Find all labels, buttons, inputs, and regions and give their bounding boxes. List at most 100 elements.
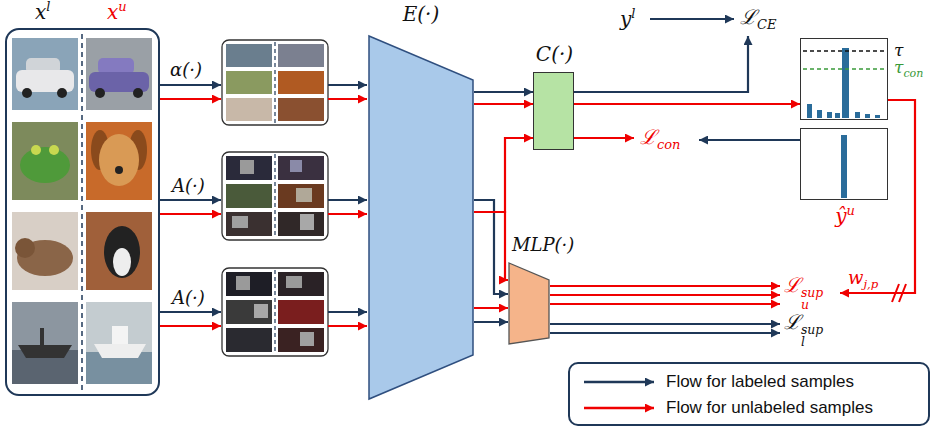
sample-images: [40, 328, 44, 346]
legend-box: Flow for labeled samplesFlow for unlabel…: [568, 362, 930, 426]
sample-images: [104, 226, 140, 278]
loss-label: ℒcon: [640, 125, 680, 149]
augmented-views: [278, 272, 324, 296]
confidence-histogram: ττcon: [800, 38, 888, 120]
legend-swatch: [584, 376, 656, 388]
loss-label: lsup: [801, 324, 823, 349]
flow-arrows: [550, 332, 780, 334]
loss-label: ℒ: [784, 273, 801, 297]
confidence-histogram-shape: [803, 68, 885, 70]
classifier-label-wrap: C(·): [519, 43, 590, 65]
sample-images: [133, 88, 143, 98]
mlp-label-wrap: MLP(·): [512, 235, 574, 255]
unlabeled-input-label-wrap: xu: [107, 0, 127, 23]
augmented-views: [236, 276, 250, 290]
augmented-views: [222, 40, 328, 356]
labeled-input-label: xl: [35, 0, 50, 24]
sample-images: [12, 38, 78, 110]
flow-arrows: [574, 36, 748, 92]
confidence-histogram-shape: [801, 39, 889, 121]
sample-images: [12, 212, 78, 290]
confidence-histogram-shape: [817, 110, 822, 118]
confidence-histogram-shape: [875, 115, 880, 118]
sample-images: [12, 302, 78, 384]
legend-swatch: [584, 407, 654, 410]
ground-truth-label: yl: [620, 7, 635, 31]
classifier-box: C(·): [533, 72, 574, 150]
flow-arrows: [160, 199, 221, 201]
loss-label: usup: [801, 287, 823, 312]
flow-arrows: [160, 311, 221, 313]
threshold-label: con: [903, 67, 923, 80]
sample-images: [12, 122, 78, 200]
augmented-views: [274, 42, 275, 123]
encoder-trapezoid-shape: [369, 36, 473, 399]
flow-arrows: [550, 303, 780, 305]
sample-images: [86, 122, 152, 200]
flow-arrows: [160, 98, 221, 100]
loss-label-wrap: ℒCE: [740, 6, 776, 32]
flow-arrows: [550, 323, 780, 325]
augmented-views: [226, 328, 272, 352]
weight-label: wj,p: [848, 267, 878, 288]
loss-label: sup: [801, 287, 823, 299]
encoder-trapezoid: E(·): [368, 35, 474, 400]
pseudo-label-text: u: [846, 203, 854, 218]
sample-images: [20, 147, 70, 183]
labeled-input-label-wrap: xl: [35, 0, 50, 23]
flow-arrows: [699, 139, 800, 141]
ground-truth-label-wrap: yl: [620, 8, 635, 31]
flow-arrows: [160, 84, 221, 86]
loss-label: ℒ: [640, 125, 657, 149]
flow-arrows: [160, 325, 221, 327]
sample-images: [12, 34, 152, 390]
pseudo-label-text: ŷu: [835, 204, 855, 228]
confidence-histogram-shape: [842, 48, 849, 118]
augmented-views: [226, 44, 272, 67]
augmented-views: [222, 268, 328, 356]
sample-images: [115, 166, 123, 174]
augmented-views: [300, 332, 314, 346]
loss-label: ℒ: [740, 5, 757, 29]
flow-arrows: [328, 213, 367, 215]
flow-connector: [574, 104, 800, 105]
image-panel: xlxu: [5, 28, 160, 396]
loss-label-wrap: ℒlsup: [784, 311, 823, 349]
augmented-views: [278, 184, 324, 208]
sample-images: [57, 88, 67, 98]
flow-arrows: [160, 213, 221, 215]
augmented-views: [226, 184, 272, 208]
augmented-views: [222, 152, 328, 240]
labeled-input-label: x: [35, 0, 46, 24]
pseudo-label-box: ŷu: [800, 128, 888, 200]
augmented-views: [296, 188, 312, 202]
loss-label: ℒCE: [740, 5, 776, 29]
confidence-histogram-shape: [865, 114, 870, 118]
connector-line: [474, 103, 533, 105]
augmented-views: [222, 40, 328, 125]
augmented-views: [226, 300, 272, 324]
mlp-head-shape: [508, 262, 550, 345]
augmented-views: [278, 44, 324, 67]
sample-images: [95, 88, 105, 98]
sample-images: [94, 344, 146, 358]
augmentation-label-wrap: A(·): [172, 288, 205, 308]
legend-swatch: [584, 381, 654, 384]
augmentation-label: α(·): [170, 59, 202, 80]
loss-label: ℒusup: [784, 273, 823, 297]
sample-images: [113, 248, 131, 276]
classifier-label: C(·): [536, 42, 573, 66]
flow-connector: [474, 92, 533, 212]
flow-arrows: [899, 284, 906, 302]
loss-label-wrap: ℒcon: [640, 126, 680, 152]
unlabeled-input-label: u: [118, 0, 126, 14]
threshold-label: τcon: [894, 57, 923, 77]
augmented-views: [274, 270, 275, 354]
loss-label: CE: [757, 17, 776, 32]
unlabeled-input-label: x: [107, 0, 118, 24]
loss-label: ℒ: [784, 310, 801, 334]
augmented-views: [226, 212, 272, 236]
sample-images: [86, 38, 152, 110]
flow-connector: [474, 200, 508, 322]
legend-text: Flow for labeled samples: [666, 372, 854, 391]
